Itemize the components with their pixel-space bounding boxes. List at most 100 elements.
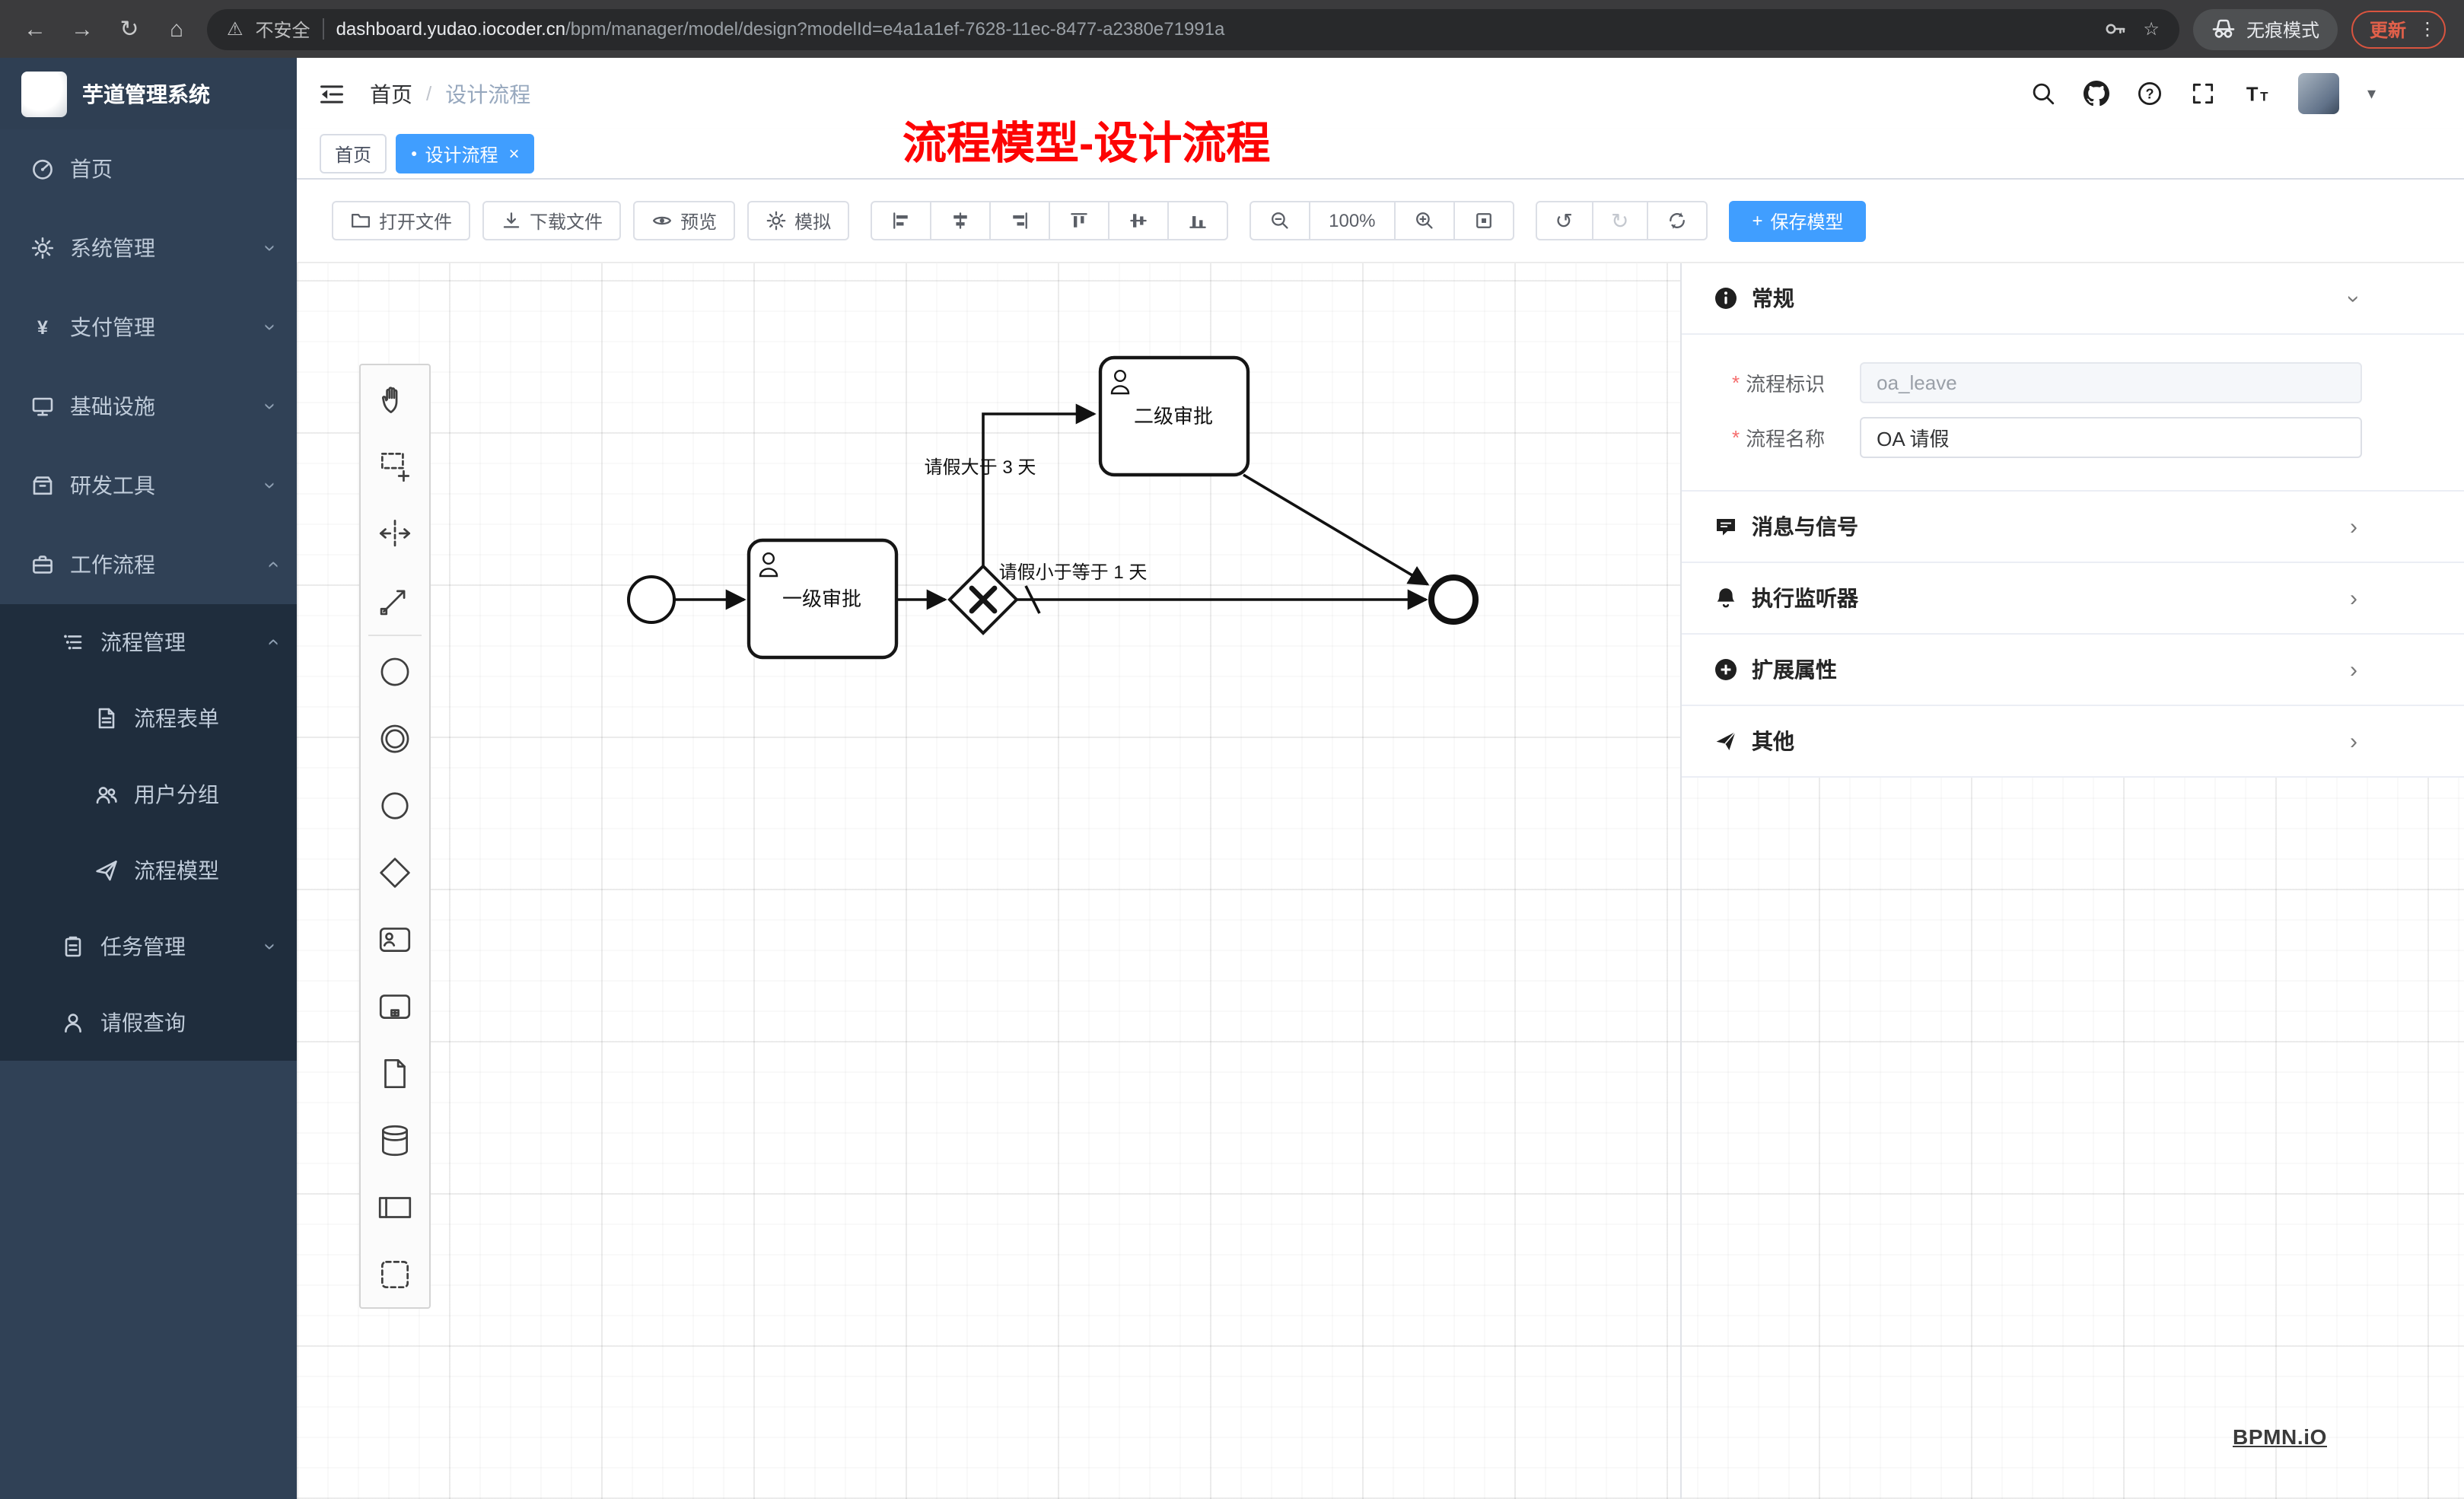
sidebar-item-user-group[interactable]: 用户分组 [0,756,297,832]
simulate-button[interactable]: 模拟 [747,201,850,240]
user-task-level1[interactable]: 一级审批 [747,538,899,660]
align-center-button[interactable] [930,201,992,240]
lasso-tool[interactable] [361,432,429,499]
restart-button[interactable] [1647,201,1708,240]
section-title: 执行监听器 [1752,586,1858,610]
sidebar-item-process-management[interactable]: 流程管理 › [0,604,297,680]
reload-button[interactable]: ↻ [119,16,139,42]
breadcrumb-home[interactable]: 首页 [370,81,412,106]
sidebar-item-system[interactable]: 系统管理 › [0,208,297,288]
sidebar-item-payment[interactable]: 支付管理 › [0,288,297,367]
tab-design-process[interactable]: ● 设计流程 × [396,134,535,173]
sidebar-item-devtools[interactable]: 研发工具 › [0,446,297,525]
github-icon[interactable] [2084,81,2110,107]
sidebar-item-task-management[interactable]: 任务管理 › [0,909,297,985]
zoom-level[interactable]: 100% [1309,201,1396,240]
avatar-caret-icon[interactable]: ▾ [2367,85,2376,103]
sidebar-item-process-form[interactable]: 流程表单 [0,680,297,756]
section-execution-listener[interactable]: 执行监听器 › [1682,563,2464,635]
align-top-button[interactable] [1049,201,1110,240]
button-label: 打开文件 [379,211,453,232]
process-key-input[interactable] [1860,362,2363,403]
collapse-sidebar-icon[interactable] [318,80,345,107]
section-title: 其他 [1752,729,1794,753]
bpmn-palette [359,364,431,1309]
search-icon[interactable] [2031,81,2057,107]
font-size-icon[interactable] [2244,81,2271,107]
download-file-button[interactable]: 下载文件 [482,201,622,240]
flow-task2-to-end[interactable] [1243,473,1430,586]
create-start-event[interactable] [361,638,429,705]
flow-label-le1: 请假小于等于 1 天 [999,562,1148,583]
flow-gateway-to-task2[interactable] [982,403,1097,566]
open-file-button[interactable]: 打开文件 [332,201,471,240]
zoom-out-button[interactable] [1250,201,1311,240]
create-group[interactable] [361,1240,429,1307]
bookmark-star-icon[interactable]: ☆ [2143,18,2160,40]
section-title: 扩展属性 [1752,657,1837,682]
hand-tool[interactable] [361,365,429,432]
create-participant[interactable] [361,1173,429,1240]
create-subprocess[interactable] [361,972,429,1039]
button-label: 预览 [680,211,718,232]
sidebar-item-workflow[interactable]: 工作流程 › [0,525,297,604]
tab-home[interactable]: 首页 [320,134,387,173]
create-gateway[interactable] [361,839,429,905]
sidebar-item-label: 首页 [70,157,113,181]
section-extension-properties[interactable]: 扩展属性 › [1682,635,2464,706]
align-right-button[interactable] [989,201,1051,240]
preview-button[interactable]: 预览 [633,201,736,240]
align-left-button[interactable] [871,201,932,240]
process-name-input[interactable] [1860,417,2363,458]
redo-button[interactable]: ↻ [1591,201,1649,240]
create-data-object[interactable] [361,1039,429,1106]
avatar[interactable] [2298,73,2340,114]
bpmn-canvas[interactable]: 一级审批 二级审批 [297,263,2464,1499]
fullscreen-icon[interactable] [2191,81,2217,107]
history-group: ↺ ↻ [1535,201,1708,240]
align-bottom-button[interactable] [1167,201,1229,240]
create-user-task[interactable] [361,905,429,972]
bpmn-io-watermark[interactable]: BPMN.iO [2233,1424,2327,1449]
url-text[interactable]: dashboard.yudao.iocoder.cn/bpm/manager/m… [336,18,2092,40]
create-intermediate-event[interactable] [361,705,429,772]
address-bar[interactable]: ⚠ 不安全 dashboard.yudao.iocoder.cn/bpm/man… [207,8,2179,49]
exclusive-gateway[interactable] [947,564,1019,635]
zoom-reset-button[interactable] [1453,201,1514,240]
align-middle-button[interactable] [1108,201,1170,240]
home-button[interactable]: ⌂ [169,16,184,42]
start-event[interactable] [627,575,676,624]
undo-button[interactable]: ↺ [1535,201,1593,240]
briefcase-icon [30,552,55,577]
gear-icon [30,236,55,260]
document-icon [94,706,119,730]
menu-dots-icon[interactable]: ⋮ [2418,18,2437,40]
section-message-signal[interactable]: 消息与信号 › [1682,492,2464,563]
help-icon[interactable] [2138,81,2163,107]
sidebar-item-infrastructure[interactable]: 基础设施 › [0,367,297,446]
create-data-store[interactable] [361,1106,429,1173]
sidebar: 芋道管理系统 首页 系统管理 › 支付管理 › 基础设施 › [0,58,297,1499]
section-general[interactable]: 常规 › [1682,263,2464,335]
sidebar-item-label: 流程模型 [134,858,219,883]
close-icon[interactable]: × [508,143,520,164]
user-task-level2[interactable]: 二级审批 [1098,355,1250,477]
security-label[interactable]: 不安全 [255,19,310,40]
save-model-button[interactable]: + 保存模型 [1729,200,1867,241]
forward-button[interactable]: → [71,16,94,42]
global-connect-tool[interactable] [361,566,429,633]
space-tool[interactable] [361,499,429,566]
send-icon [94,858,119,883]
sidebar-item-leave-query[interactable]: 请假查询 [0,985,297,1061]
create-end-event[interactable] [361,772,429,839]
update-button[interactable]: 更新 ⋮ [2351,10,2446,48]
sidebar-item-process-model[interactable]: 流程模型 [0,832,297,909]
sidebar-item-label: 工作流程 [70,552,155,577]
back-button[interactable]: ← [24,16,46,42]
sidebar-item-home[interactable]: 首页 [0,129,297,208]
end-event[interactable] [1428,574,1479,625]
zoom-in-button[interactable] [1393,201,1455,240]
sidebar-item-label: 流程表单 [134,706,219,730]
section-other[interactable]: 其他 › [1682,706,2464,778]
key-icon[interactable] [2103,17,2128,41]
